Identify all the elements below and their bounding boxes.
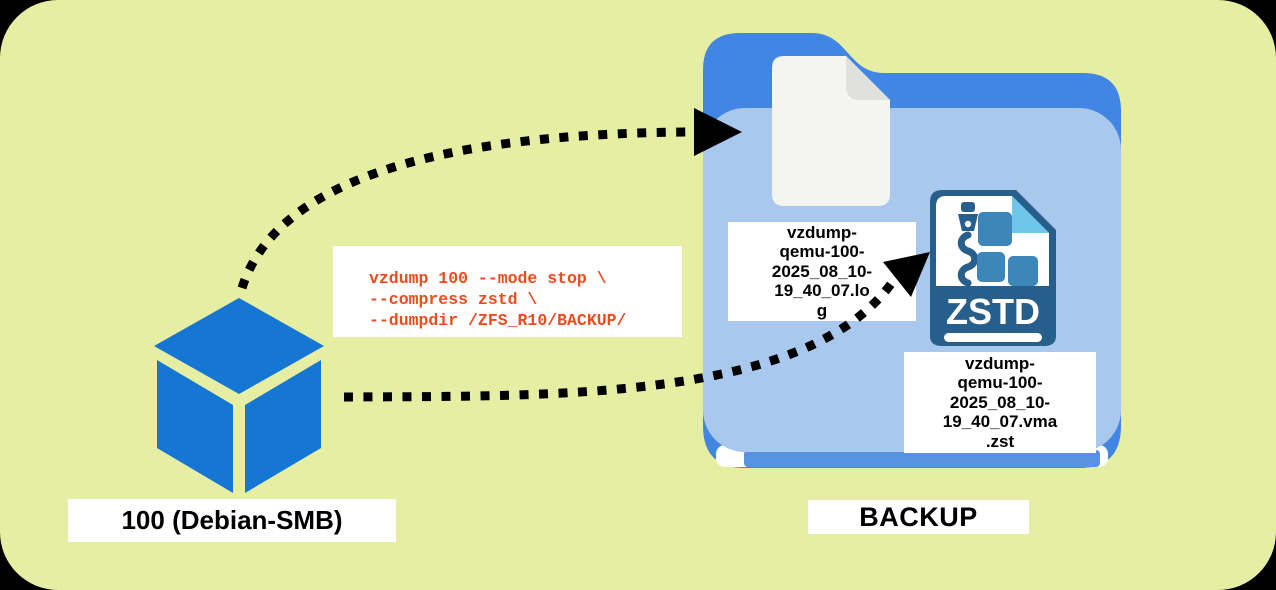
cube-left-face <box>157 360 233 493</box>
zstd-blocks <box>977 212 1038 286</box>
document-fold <box>846 56 890 100</box>
backup-folder-label: BACKUP <box>808 500 1029 534</box>
zipper-icon <box>957 202 979 287</box>
zstd-badge-text: ZSTD <box>946 291 1040 332</box>
log-file-icon <box>772 56 890 206</box>
cube-top-face <box>154 298 324 394</box>
vm-cube-icon <box>154 298 324 493</box>
cube-right-face <box>245 360 321 493</box>
vzdump-command-box: vzdump 100 --mode stop \ --compress zstd… <box>333 246 682 337</box>
folder-bottom-blue-strip <box>744 450 1100 467</box>
zstd-bottom-strip <box>944 333 1042 342</box>
document-body <box>772 56 890 206</box>
archive-filename-label: vzdump- qemu-100- 2025_08_10- 19_40_07.v… <box>904 352 1096 453</box>
vm-label: 100 (Debian-SMB) <box>68 499 396 542</box>
log-filename-label: vzdump- qemu-100- 2025_08_10- 19_40_07.l… <box>728 222 916 321</box>
zstd-file-icon: ZSTD <box>930 190 1056 346</box>
zstd-fold <box>1012 196 1049 233</box>
